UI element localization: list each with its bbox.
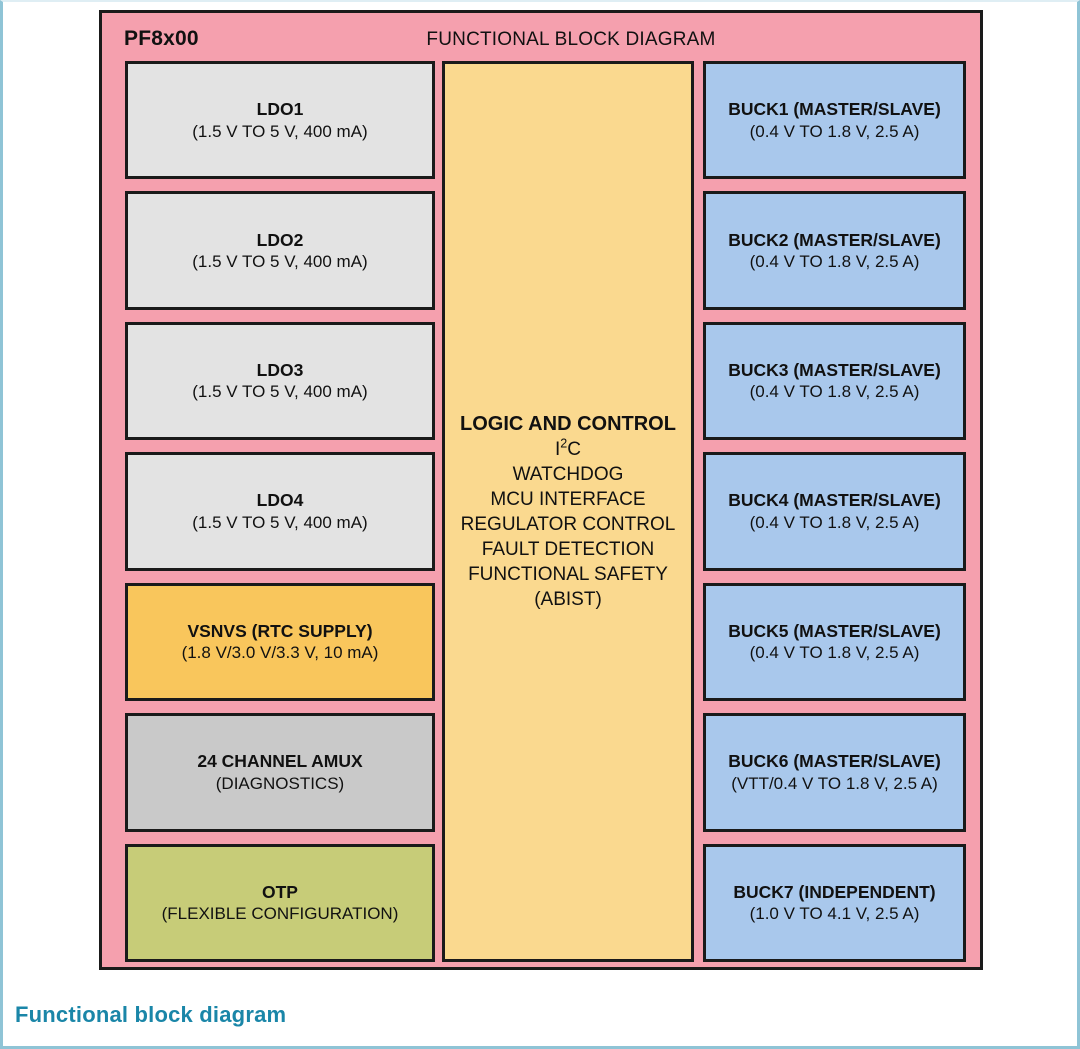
block-ldo3: LDO3 (1.5 V TO 5 V, 400 mA) bbox=[125, 321, 435, 441]
block-buck6: BUCK6 (MASTER/SLAVE) (VTT/0.4 V TO 1.8 V… bbox=[703, 713, 966, 832]
figure-caption: Functional block diagram bbox=[15, 1002, 287, 1027]
block-title: BUCK5 (MASTER/SLAVE) bbox=[728, 620, 941, 641]
block-title: LDO3 bbox=[256, 359, 304, 380]
logic-line-regulator-control: REGULATOR CONTROL bbox=[460, 514, 676, 536]
block-buck4: BUCK4 (MASTER/SLAVE) (0.4 V TO 1.8 V, 2.… bbox=[703, 452, 966, 571]
block-vsnvs: VSNVS (RTC SUPPLY) (1.8 V/3.0 V/3.3 V, 1… bbox=[125, 582, 435, 702]
block-spec: (0.4 V TO 1.8 V, 2.5 A) bbox=[749, 382, 920, 402]
logic-line-functional-safety: FUNCTIONAL SAFETY bbox=[468, 564, 668, 586]
block-spec: (0.4 V TO 1.8 V, 2.5 A) bbox=[749, 512, 920, 532]
logic-line-i2c: I2C bbox=[555, 437, 581, 462]
left-block-column: LDO1 (1.5 V TO 5 V, 400 mA) LDO2 (1.5 V … bbox=[125, 61, 435, 962]
block-ldo1: LDO1 (1.5 V TO 5 V, 400 mA) bbox=[125, 61, 435, 180]
block-buck2: BUCK2 (MASTER/SLAVE) (0.4 V TO 1.8 V, 2.… bbox=[703, 191, 966, 310]
block-spec: (1.5 V TO 5 V, 400 mA) bbox=[192, 251, 368, 271]
block-spec: (0.4 V TO 1.8 V, 2.5 A) bbox=[749, 643, 920, 663]
block-logic-and-control: LOGIC AND CONTROL I2C WATCHDOG MCU INTER… bbox=[442, 61, 694, 962]
block-title: BUCK3 (MASTER/SLAVE) bbox=[728, 359, 941, 380]
logic-line-fault-detection: FAULT DETECTION bbox=[481, 539, 655, 561]
block-spec: (0.4 V TO 1.8 V, 2.5 A) bbox=[749, 251, 920, 271]
block-title: BUCK4 (MASTER/SLAVE) bbox=[728, 490, 941, 511]
block-spec: (0.4 V TO 1.8 V, 2.5 A) bbox=[749, 121, 920, 141]
block-ldo4: LDO4 (1.5 V TO 5 V, 400 mA) bbox=[125, 452, 435, 571]
block-spec: (FLEXIBLE CONFIGURATION) bbox=[161, 904, 399, 924]
block-spec: (1.5 V TO 5 V, 400 mA) bbox=[192, 121, 368, 141]
block-spec: (1.0 V TO 4.1 V, 2.5 A) bbox=[749, 904, 920, 924]
block-title: BUCK6 (MASTER/SLAVE) bbox=[728, 751, 941, 772]
i2c-superscript: 2 bbox=[560, 436, 568, 451]
block-spec: (VTT/0.4 V TO 1.8 V, 2.5 A) bbox=[731, 773, 938, 793]
block-spec: (1.8 V/3.0 V/3.3 V, 10 mA) bbox=[181, 643, 379, 663]
block-title: BUCK2 (MASTER/SLAVE) bbox=[728, 229, 941, 250]
block-title: VSNVS (RTC SUPPLY) bbox=[187, 620, 373, 641]
block-title: LDO1 bbox=[256, 99, 304, 120]
block-buck3: BUCK3 (MASTER/SLAVE) (0.4 V TO 1.8 V, 2.… bbox=[703, 321, 966, 441]
logic-line-watchdog: WATCHDOG bbox=[512, 464, 624, 485]
logic-heading: LOGIC AND CONTROL bbox=[460, 412, 676, 435]
block-buck5: BUCK5 (MASTER/SLAVE) (0.4 V TO 1.8 V, 2.… bbox=[703, 582, 966, 702]
block-buck7: BUCK7 (INDEPENDENT) (1.0 V TO 4.1 V, 2.5… bbox=[703, 843, 966, 962]
block-title: 24 CHANNEL AMUX bbox=[197, 751, 363, 772]
block-ldo2: LDO2 (1.5 V TO 5 V, 400 mA) bbox=[125, 191, 435, 310]
logic-line-abist: (ABIST) bbox=[534, 589, 602, 611]
block-title: LDO4 bbox=[256, 490, 304, 511]
i2c-prefix: I bbox=[555, 438, 561, 460]
center-block-column: LOGIC AND CONTROL I2C WATCHDOG MCU INTER… bbox=[442, 61, 694, 962]
right-block-column: BUCK1 (MASTER/SLAVE) (0.4 V TO 1.8 V, 2.… bbox=[703, 61, 966, 962]
block-spec: (1.5 V TO 5 V, 400 mA) bbox=[192, 382, 368, 402]
block-buck1: BUCK1 (MASTER/SLAVE) (0.4 V TO 1.8 V, 2.… bbox=[703, 61, 966, 180]
block-spec: (1.5 V TO 5 V, 400 mA) bbox=[192, 512, 368, 532]
block-spec: (DIAGNOSTICS) bbox=[215, 773, 345, 793]
block-title: BUCK7 (INDEPENDENT) bbox=[733, 881, 936, 902]
block-otp: OTP (FLEXIBLE CONFIGURATION) bbox=[125, 843, 435, 962]
block-title: BUCK1 (MASTER/SLAVE) bbox=[728, 99, 941, 120]
i2c-suffix: C bbox=[567, 438, 581, 460]
block-title: LDO2 bbox=[256, 229, 304, 250]
chip-boundary: PF8x00 FUNCTIONAL BLOCK DIAGRAM LDO1 (1.… bbox=[99, 10, 983, 970]
logic-line-mcu-interface: MCU INTERFACE bbox=[490, 489, 646, 511]
block-amux: 24 CHANNEL AMUX (DIAGNOSTICS) bbox=[125, 713, 435, 832]
block-title: OTP bbox=[262, 881, 298, 902]
chip-part-number: PF8x00 bbox=[124, 27, 199, 50]
diagram-title: FUNCTIONAL BLOCK DIAGRAM bbox=[426, 29, 716, 50]
